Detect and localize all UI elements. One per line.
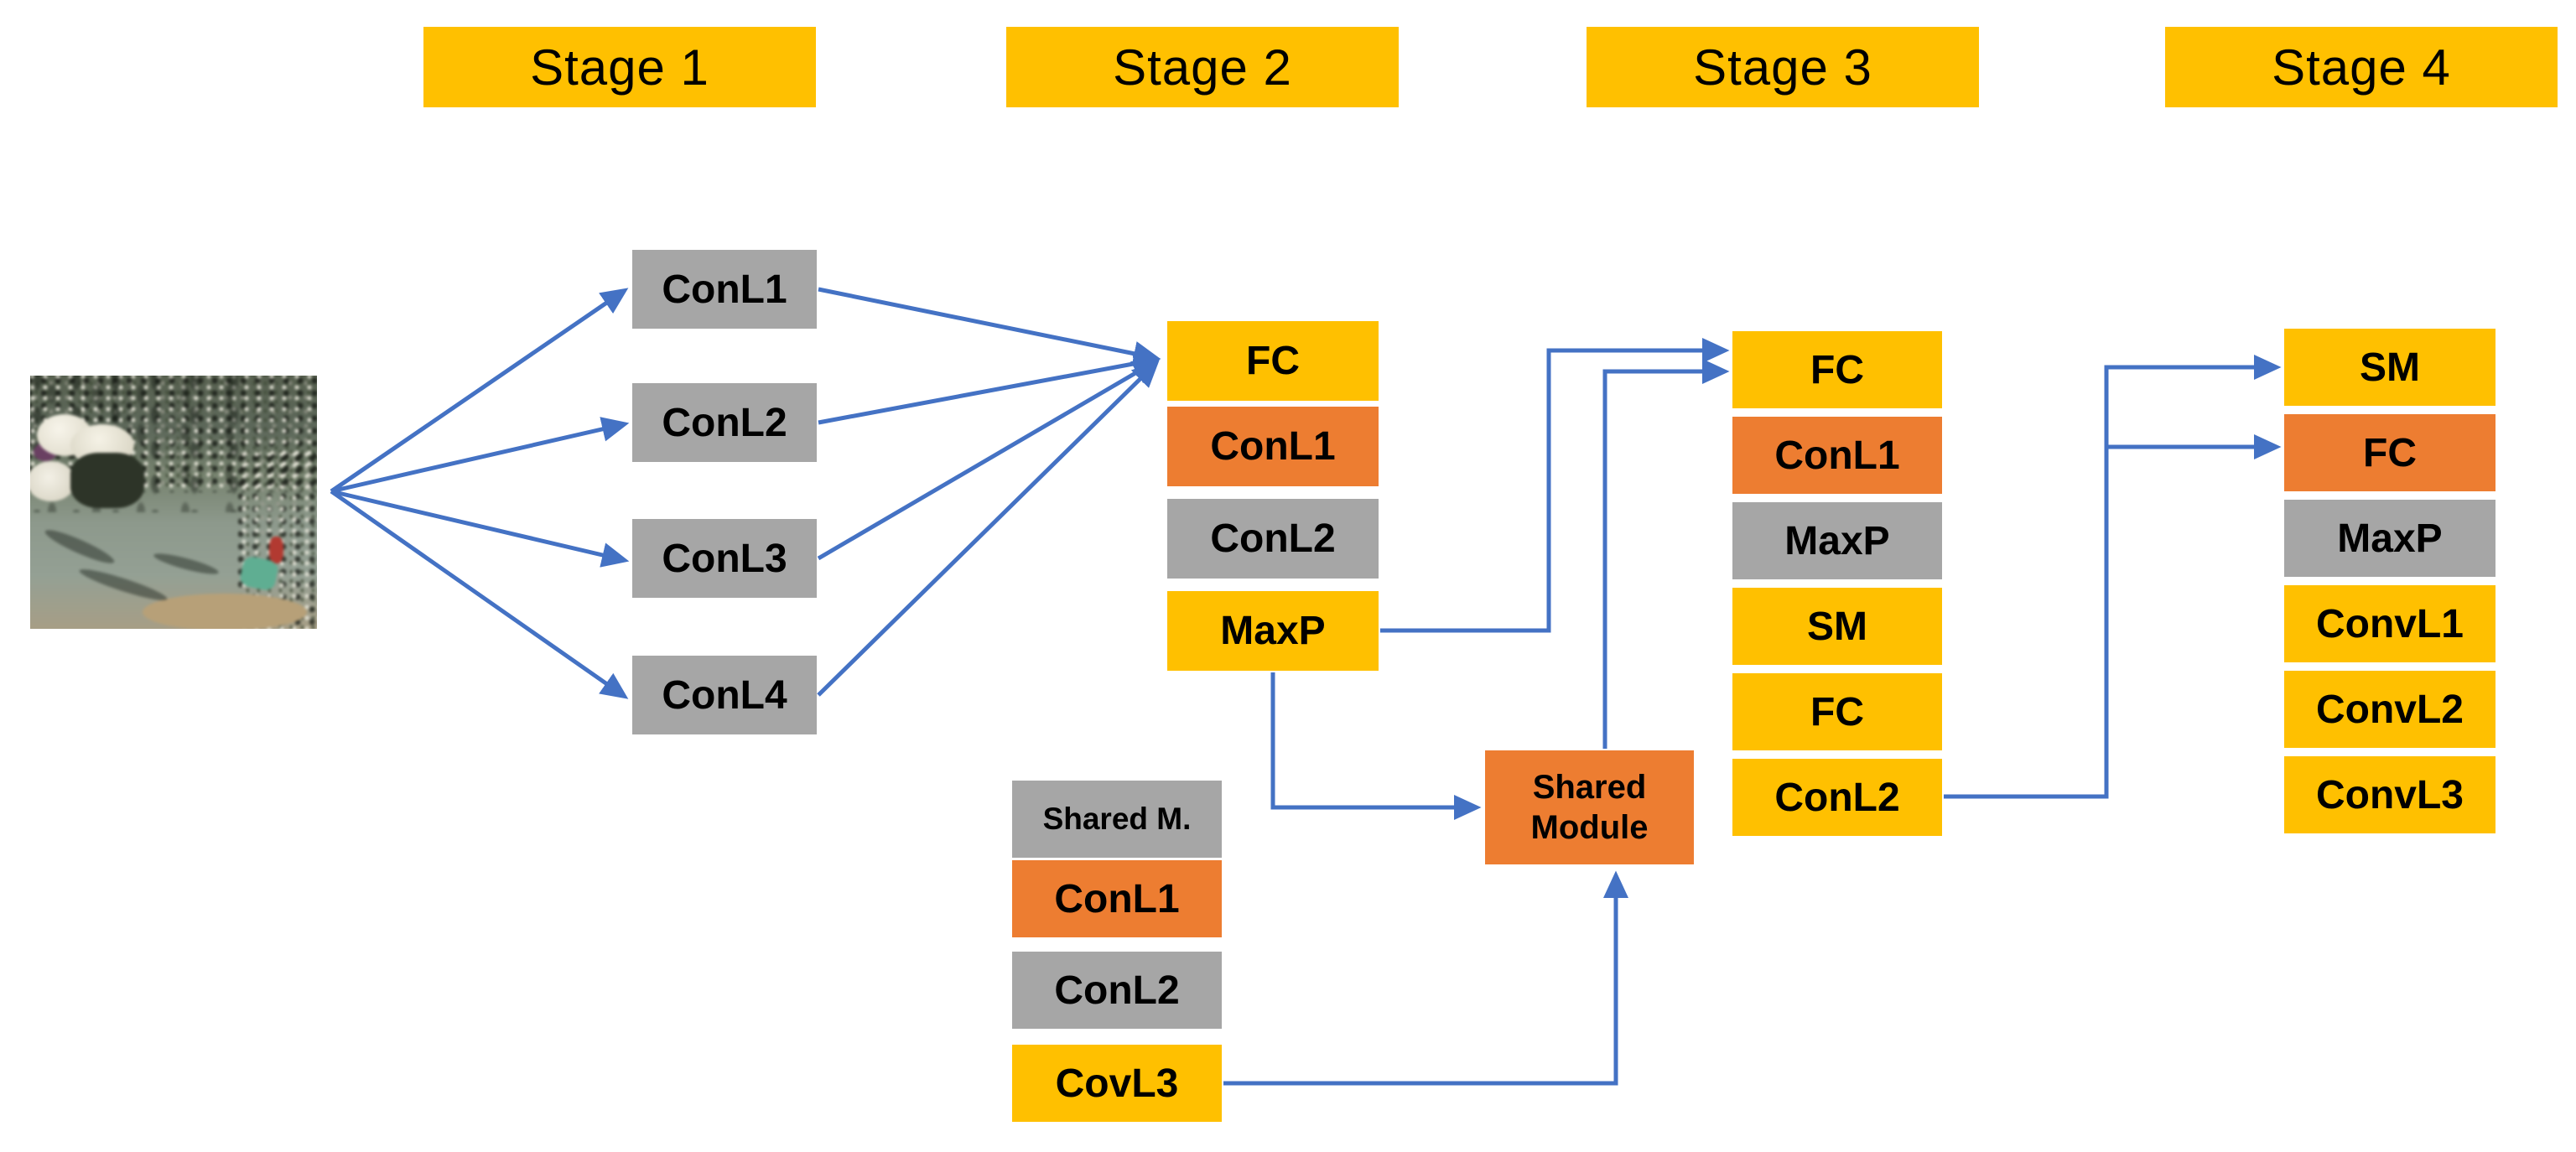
- stage-1-header: Stage 1: [423, 27, 816, 107]
- umbrella-blob-3: [30, 461, 75, 501]
- sharedstack-box-conl2: ConL2: [1012, 952, 1222, 1029]
- stage2-box-conl1: ConL1: [1167, 407, 1379, 486]
- tan-ground-blob: [143, 594, 307, 629]
- stage4-box-convl2: ConvL2: [2284, 671, 2496, 748]
- stage3-box-maxp: MaxP: [1732, 502, 1942, 579]
- shared-module-line2: Module: [1530, 809, 1649, 846]
- stage3-box-sm: SM: [1732, 588, 1942, 665]
- stage3-box-fc1: FC: [1732, 331, 1942, 408]
- red-figure-blob: [269, 537, 283, 563]
- arrow-stage3-conl2-to-stage4-sm: [1944, 355, 2282, 799]
- arrow-conl2-to-fc: [818, 351, 1161, 425]
- stage4-box-convl3: ConvL3: [2284, 756, 2496, 833]
- arrow-input-to-conl4: [330, 489, 629, 699]
- sharedstack-box-sharedm: Shared M.: [1012, 781, 1222, 858]
- arrow-conl1-to-fc: [818, 287, 1161, 366]
- sharedstack-box-covl3: CovL3: [1012, 1045, 1222, 1122]
- stage-2-header: Stage 2: [1006, 27, 1399, 107]
- arrow-input-to-conl3: [330, 489, 630, 568]
- stage4-box-sm: SM: [2284, 329, 2496, 406]
- stage3-box-fc2: FC: [1732, 673, 1942, 750]
- sharedstack-box-conl1: ConL1: [1012, 860, 1222, 937]
- stage1-box-conl1: ConL1: [632, 250, 817, 329]
- stage4-box-maxp: MaxP: [2284, 500, 2496, 577]
- stage4-box-convl1: ConvL1: [2284, 585, 2496, 662]
- stage2-box-conl2: ConL2: [1167, 499, 1379, 579]
- arrow-sharedmodule-to-stage3-fc: [1602, 359, 1730, 749]
- arrow-conl4-to-fc: [817, 360, 1160, 697]
- shared-module-line1: Shared: [1532, 769, 1647, 806]
- dark-canopy-blob: [70, 453, 144, 508]
- arrow-conl3-to-fc: [817, 358, 1161, 561]
- stage1-box-conl3: ConL3: [632, 519, 817, 598]
- arrow-covl3-to-sharedmodule: [1223, 870, 1628, 1086]
- stage3-box-conl1: ConL1: [1732, 417, 1942, 494]
- arrow-maxp-to-stage3-fc: [1380, 338, 1730, 633]
- stage1-box-conl2: ConL2: [632, 383, 817, 462]
- arrow-input-to-conl2: [330, 417, 630, 494]
- stage-3-header: Stage 3: [1587, 27, 1979, 107]
- stage1-box-conl4: ConL4: [632, 656, 817, 734]
- stage2-box-fc: FC: [1167, 321, 1379, 401]
- input-image: [30, 376, 317, 629]
- arrow-input-to-conl1: [330, 288, 629, 494]
- stage2-box-maxp: MaxP: [1167, 591, 1379, 671]
- input-image-texture: [30, 376, 317, 629]
- shared-module-box: Shared Module: [1485, 750, 1694, 864]
- stage4-box-fc: FC: [2284, 414, 2496, 491]
- stage3-box-conl2: ConL2: [1732, 759, 1942, 836]
- arrow-maxp-to-sharedmodule: [1270, 672, 1482, 820]
- stage-4-header: Stage 4: [2165, 27, 2558, 107]
